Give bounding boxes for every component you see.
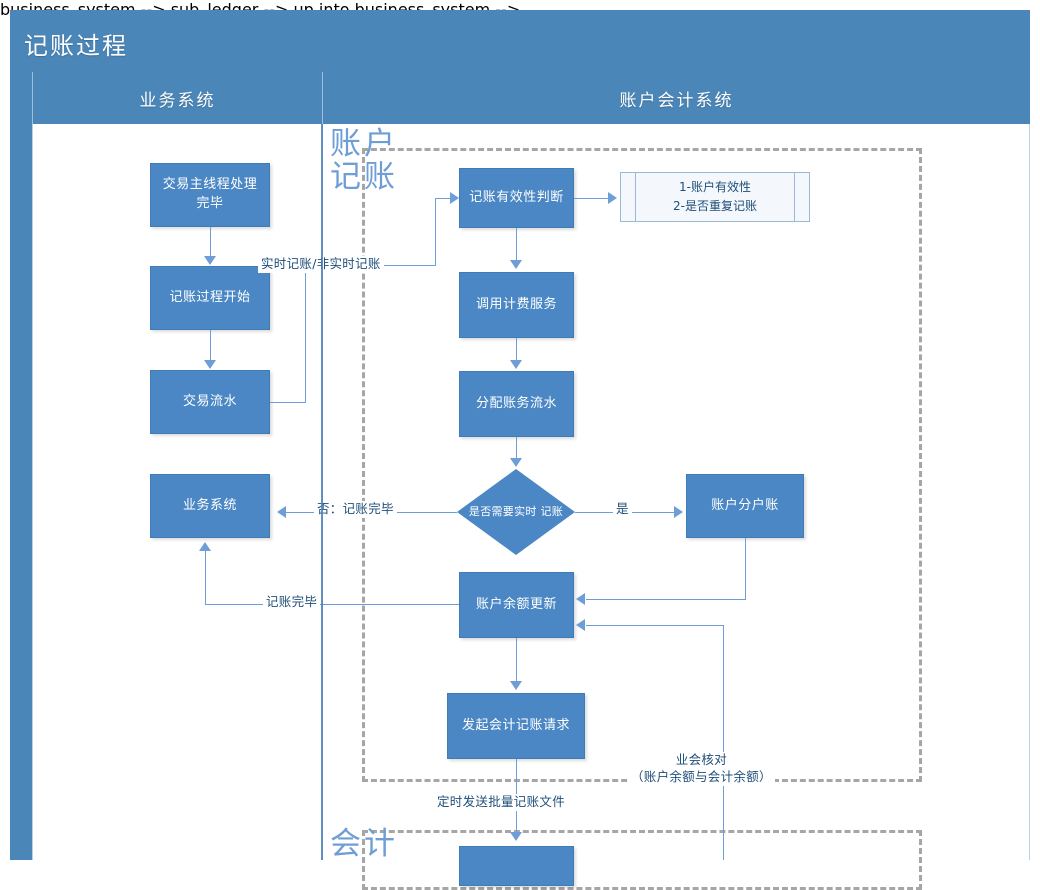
node-business-system[interactable]: 业务系统 <box>150 474 270 538</box>
edge-subledger-left <box>586 599 746 600</box>
edge-journal-right <box>270 402 305 403</box>
decision-need-realtime[interactable]: 是否需要实时 记账 <box>457 469 575 555</box>
edge-balance-to-gl-arrow <box>510 681 522 690</box>
node-posting-start[interactable]: 记账过程开始 <box>150 266 270 330</box>
group-accounting-posting <box>362 830 922 890</box>
group-label-accounting-posting: 会计 <box>330 826 398 862</box>
edge-reconcile-arrow <box>576 619 585 631</box>
title-bar: 记账过程 <box>10 10 1030 72</box>
edge-validity-to-note <box>574 198 610 199</box>
lane-body-accounting <box>322 124 1030 860</box>
edge-validity-to-note-arrow <box>608 192 617 204</box>
edge-label-batch-file: 定时发送批量记账文件 <box>434 794 569 811</box>
node-balance-update[interactable]: 账户余额更新 <box>459 572 574 638</box>
edge-start-to-journal-arrow <box>204 360 216 369</box>
edge-label-reconcile: 业会核对 （账户余额与会计余额） <box>628 752 775 786</box>
edge-into-validity-arrow <box>450 192 459 204</box>
lane-header-accounting: 账户会计系统 <box>322 72 1030 124</box>
decision-label: 是否需要实时 记账 <box>468 504 564 518</box>
node-sub-ledger[interactable]: 账户分户账 <box>686 474 804 538</box>
edge-billing-to-alloc-arrow <box>510 360 522 369</box>
edge-decision-no-arrow <box>277 506 286 518</box>
edge-reconcile-left <box>586 625 724 626</box>
edge-gl-to-bottom-arrow <box>510 832 522 841</box>
edge-reconcile-up <box>723 625 724 860</box>
group-account-posting <box>362 148 922 782</box>
note-validity-criteria: 1-账户有效性 2-是否重复记账 <box>620 172 810 222</box>
edge-txdone-to-start-arrow <box>204 256 216 265</box>
edge-decision-yes-arrow <box>674 506 683 518</box>
group-label-account-posting: 账户 记账 <box>330 126 398 195</box>
edge-journal-up2 <box>435 198 436 266</box>
edge-validity-to-billing <box>516 228 517 261</box>
edge-into-validity <box>435 198 451 199</box>
note-text: 1-账户有效性 2-是否重复记账 <box>673 180 757 213</box>
lane-divider <box>321 124 323 860</box>
edge-start-to-journal <box>210 330 211 361</box>
edge-txdone-to-start <box>210 227 211 257</box>
note-left-bar <box>635 173 636 221</box>
edge-alloc-to-decision <box>516 437 517 459</box>
edge-done-left <box>205 604 459 605</box>
node-tx-main-done[interactable]: 交易主线程处理完毕 <box>150 163 270 227</box>
node-tx-journal[interactable]: 交易流水 <box>150 370 270 434</box>
edge-balance-to-gl <box>516 638 517 682</box>
node-billing-service[interactable]: 调用计费服务 <box>459 272 574 338</box>
edge-subledger-down <box>745 538 746 599</box>
note-right-bar <box>794 173 795 221</box>
node-alloc-journal[interactable]: 分配账务流水 <box>459 371 574 437</box>
edge-done-up <box>205 551 206 605</box>
edge-subledger-arrow <box>576 593 585 605</box>
edge-validity-to-billing-arrow <box>510 260 522 269</box>
edge-billing-to-alloc <box>516 338 517 361</box>
edge-journal-up <box>305 265 306 403</box>
page-title: 记账过程 <box>24 32 128 60</box>
node-gl-bottom[interactable] <box>459 846 574 886</box>
edge-alloc-to-decision-arrow <box>510 458 522 467</box>
edge-label-yes: 是 <box>613 501 632 518</box>
edge-label-no-done: 否：记账完毕 <box>314 501 397 518</box>
lane-header-business: 业务系统 <box>32 72 322 124</box>
edge-label-posting-done: 记账完毕 <box>263 594 321 611</box>
edge-done-arrow <box>199 542 211 551</box>
lane-rail <box>10 72 32 860</box>
node-send-gl-request[interactable]: 发起会计记账请求 <box>447 693 585 759</box>
node-validity-check[interactable]: 记账有效性判断 <box>459 168 574 228</box>
